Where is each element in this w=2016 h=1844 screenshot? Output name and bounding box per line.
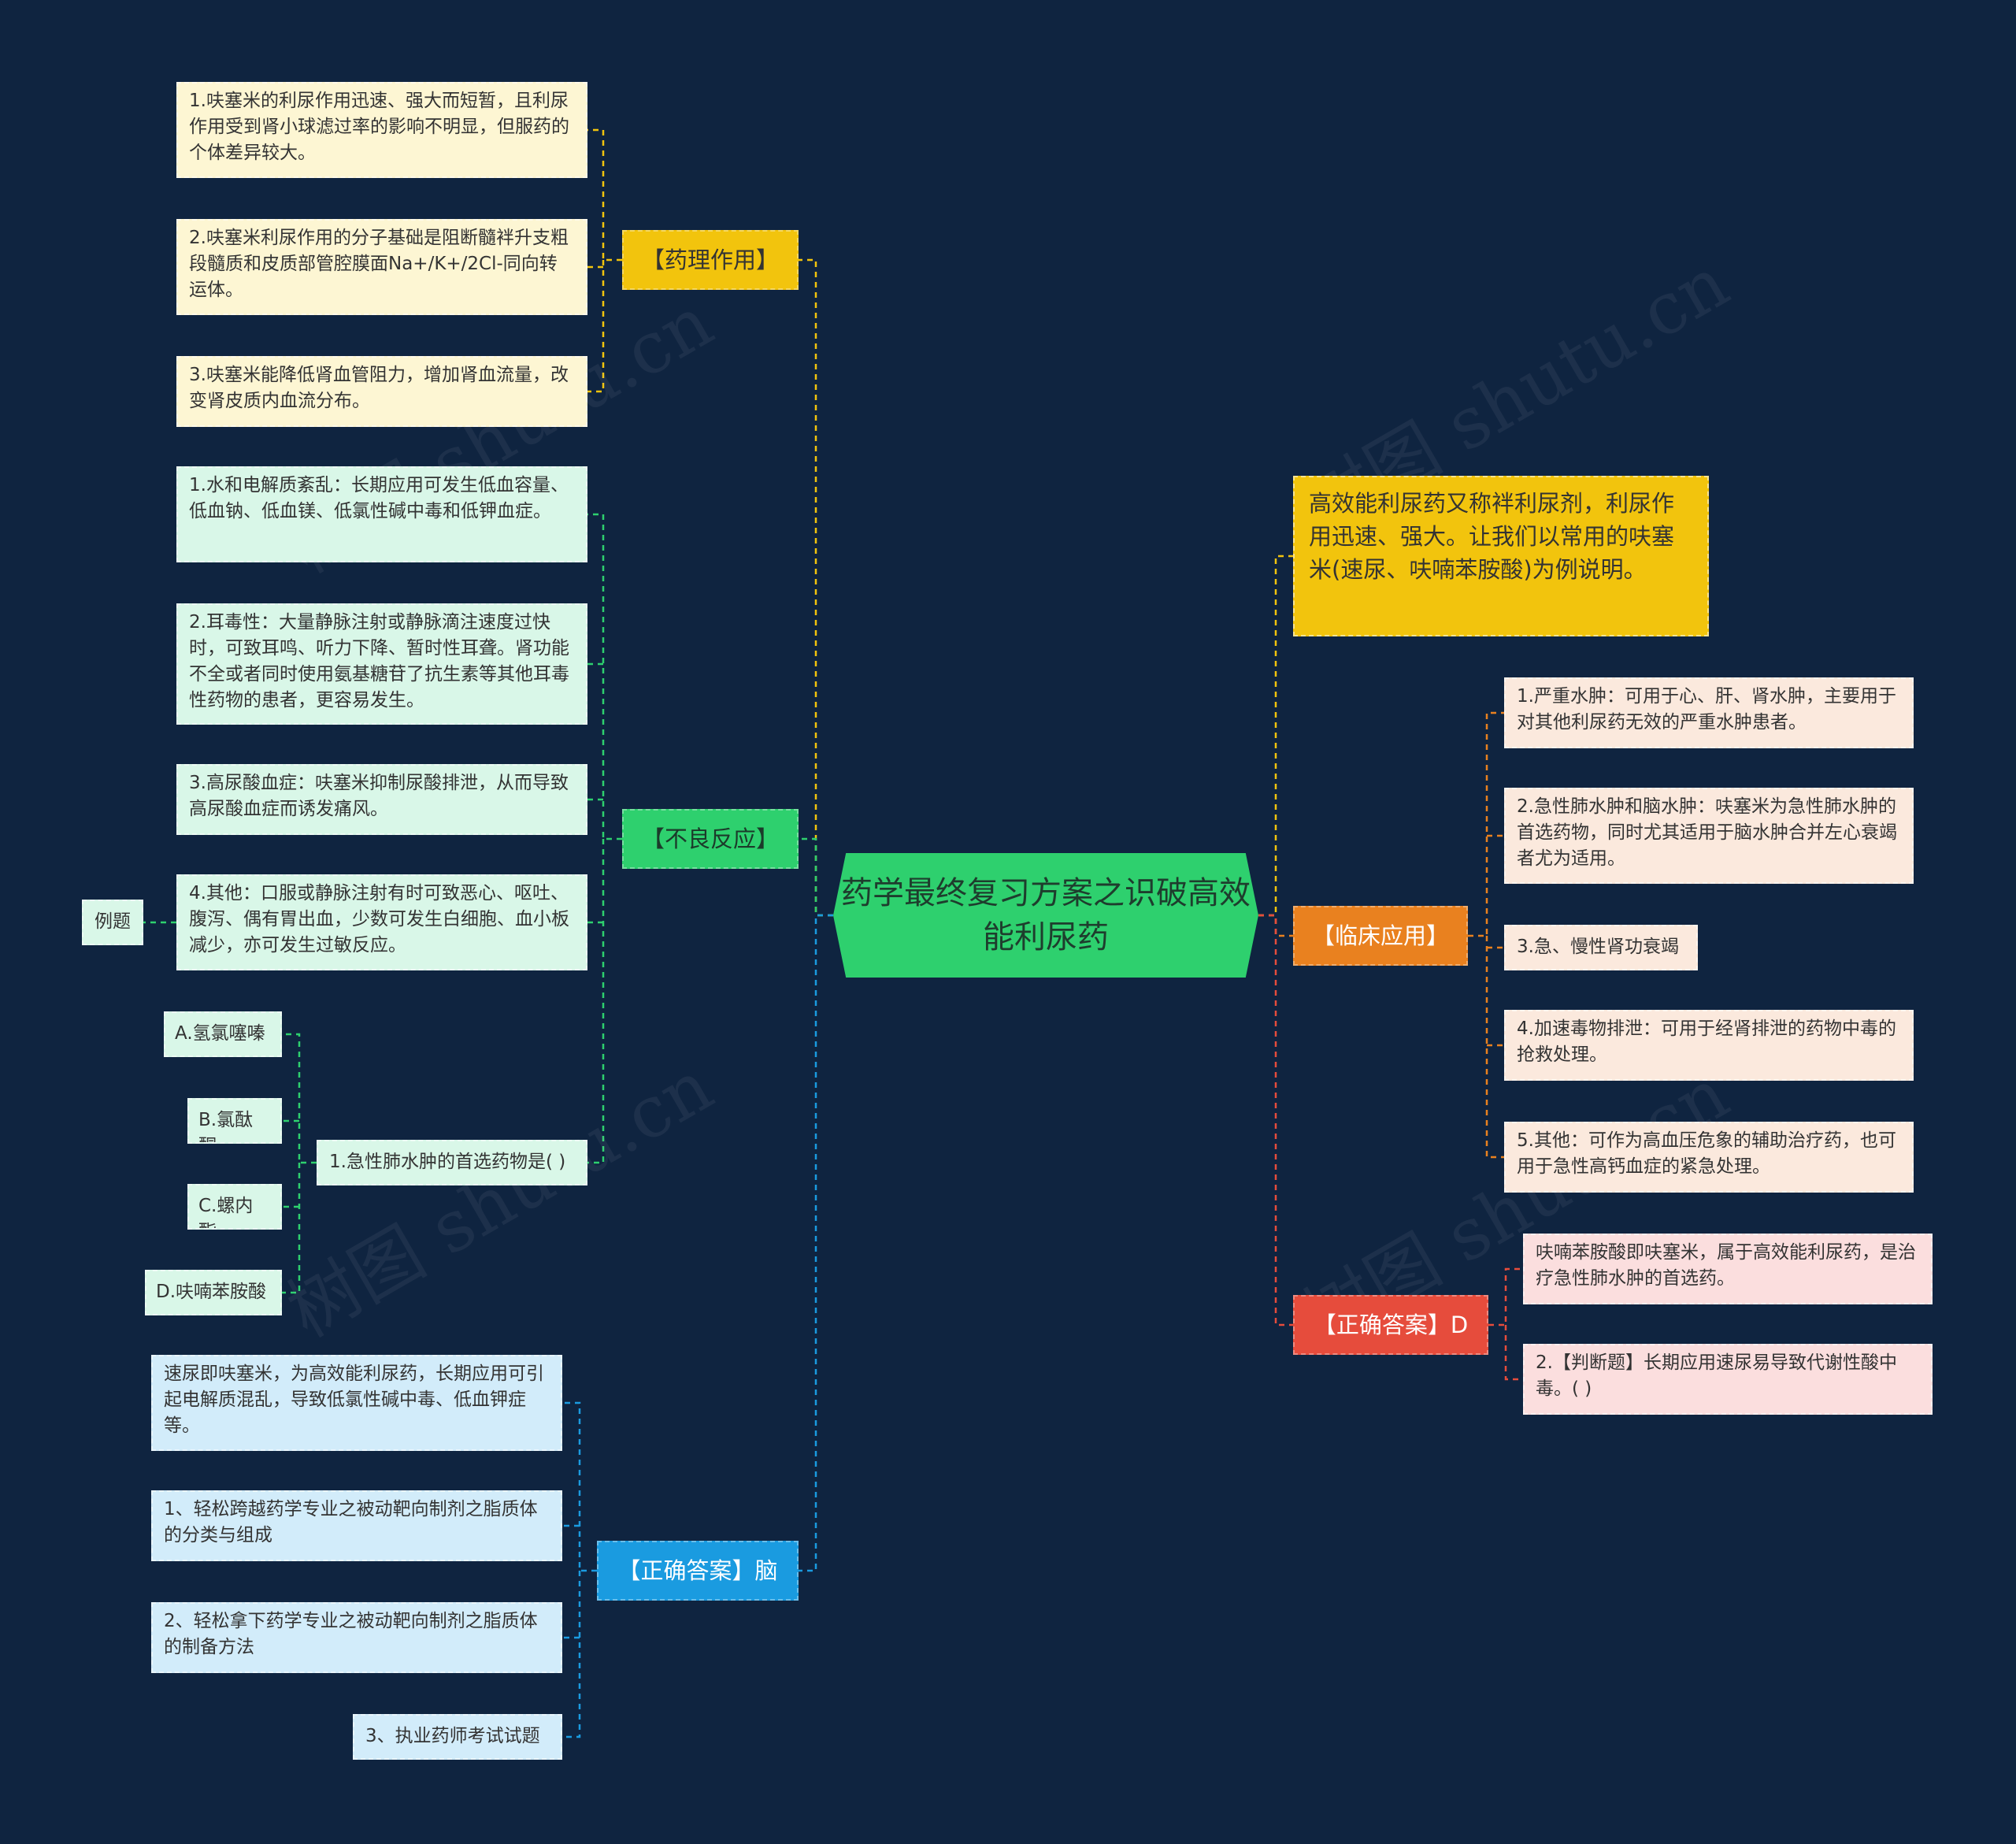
clinical-item[interactable]: 2.急性肺水肿和脑水肿：呋塞米为急性肺水肿的首选药物，同时尤其适用于脑水肿合并左…	[1504, 788, 1914, 884]
connector-intro	[1258, 555, 1293, 917]
option-a[interactable]: A.氢氯噻嗪	[164, 1011, 282, 1057]
answer-left-item[interactable]: 2、轻松拿下药学专业之被动靶向制剂之脂质体的制备方法	[151, 1602, 562, 1673]
connector-clinical	[1258, 914, 1293, 937]
branch-answer-left[interactable]: 【正确答案】脑	[597, 1541, 799, 1601]
adverse-item[interactable]: 3.高尿酸血症：呋塞米抑制尿酸排泄，从而导致高尿酸血症而诱发痛风。	[176, 764, 587, 835]
connector-adverse-leaves	[587, 513, 622, 1164]
pharmacology-item[interactable]: 2.呋塞米利尿作用的分子基础是阻断髓袢升支粗段髓质和皮质部管腔膜面Na+/K+/…	[176, 219, 587, 315]
branch-clinical[interactable]: 【临床应用】	[1293, 906, 1468, 966]
connector-answer-right	[1258, 914, 1293, 1326]
adverse-item[interactable]: 1.水和电解质紊乱：长期应用可发生低血容量、低血钠、低血镁、低氯性碱中毒和低钾血…	[176, 466, 587, 562]
connector-answer-left-leaves	[562, 1401, 597, 1738]
branch-answer-right[interactable]: 【正确答案】D	[1293, 1295, 1488, 1355]
intro-node[interactable]: 高效能利尿药又称袢利尿剂，利尿作用迅速、强大。让我们以常用的呋塞米(速尿、呋喃苯…	[1293, 476, 1709, 636]
connector-adverse	[799, 837, 833, 917]
center-topic[interactable]: 药学最终复习方案之识破高效能利尿药	[833, 853, 1258, 978]
answer-right-item[interactable]: 2.【判断题】长期应用速尿易导致代谢性酸中毒。( )	[1523, 1344, 1933, 1415]
connector-answer-right-leaves	[1488, 1267, 1523, 1381]
answer-left-item[interactable]: 速尿即呋塞米，为高效能利尿药，长期应用可引起电解质混乱，导致低氯性碱中毒、低血钾…	[151, 1355, 562, 1451]
answer-left-item[interactable]: 1、轻松跨越药学专业之被动靶向制剂之脂质体的分类与组成	[151, 1490, 562, 1561]
example-label[interactable]: 例题	[82, 900, 143, 945]
answer-right-item[interactable]: 呋喃苯胺酸即呋塞米，属于高效能利尿药，是治疗急性肺水肿的首选药。	[1523, 1234, 1933, 1304]
branch-pharmacology[interactable]: 【药理作用】	[622, 230, 799, 290]
connector-options	[282, 1033, 317, 1294]
branch-adverse[interactable]: 【不良反应】	[622, 809, 799, 869]
option-b[interactable]: B.氯酞酮	[187, 1098, 282, 1144]
adverse-item[interactable]: 2.耳毒性：大量静脉注射或静脉滴注速度过快时，可致耳鸣、听力下降、暂时性耳聋。肾…	[176, 603, 587, 725]
adverse-item[interactable]: 4.其他：口服或静脉注射有时可致恶心、呕吐、腹泻、偶有胃出血，少数可发生白细胞、…	[176, 874, 587, 970]
pharmacology-item[interactable]: 3.呋塞米能降低肾血管阻力，增加肾血流量，改变肾皮质内血流分布。	[176, 356, 587, 427]
clinical-item[interactable]: 5.其他：可作为高血压危象的辅助治疗药，也可用于急性高钙血症的紧急处理。	[1504, 1122, 1914, 1193]
pharmacology-item[interactable]: 1.呋塞米的利尿作用迅速、强大而短暂，且利尿作用受到肾小球滤过率的影响不明显，但…	[176, 82, 587, 178]
answer-left-item[interactable]: 3、执业药师考试试题	[353, 1714, 562, 1760]
clinical-item[interactable]: 3.急、慢性肾功衰竭	[1504, 925, 1698, 970]
clinical-item[interactable]: 4.加速毒物排泄：可用于经肾排泄的药物中毒的抢救处理。	[1504, 1010, 1914, 1081]
clinical-item[interactable]: 1.严重水肿：可用于心、肝、肾水肿，主要用于对其他利尿药无效的严重水肿患者。	[1504, 677, 1914, 748]
option-d[interactable]: D.呋喃苯胺酸	[145, 1270, 282, 1315]
connector-pharmacology	[799, 258, 833, 917]
question-node[interactable]: 1.急性肺水肿的首选药物是( )	[317, 1140, 587, 1185]
option-c[interactable]: C.螺内酯	[187, 1184, 282, 1230]
connector-pharmacology-leaves	[587, 128, 622, 393]
connector-answer-left	[799, 914, 833, 1572]
connector-clinical-leaves	[1468, 711, 1504, 1159]
